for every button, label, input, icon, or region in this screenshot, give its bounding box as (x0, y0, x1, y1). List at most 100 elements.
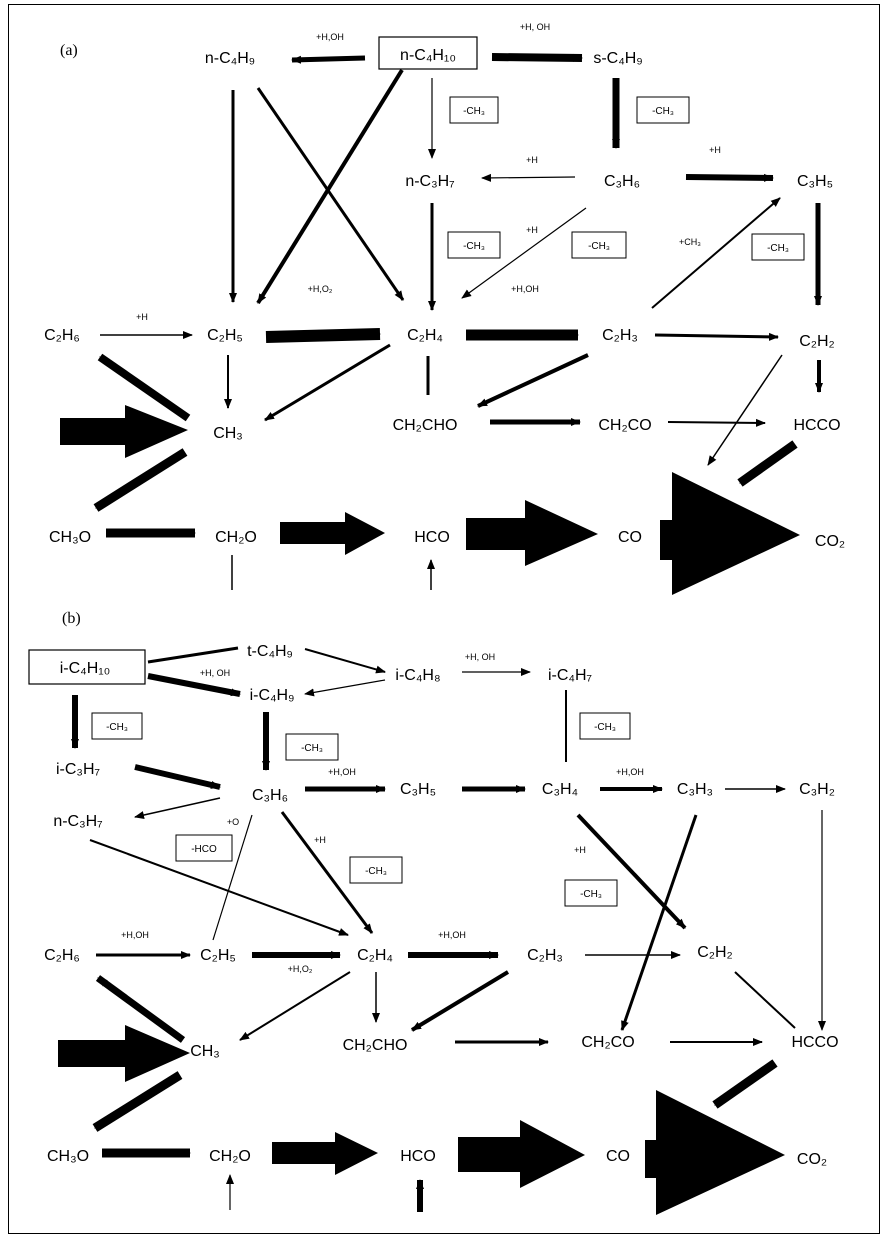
species-c2h5-b: C₂H₅ (200, 947, 236, 964)
block-arrow-b (645, 1090, 785, 1215)
species-c3h6-b: C₃H₆ (252, 787, 288, 804)
arrow-b (95, 975, 186, 1043)
block-arrow-b (458, 1120, 585, 1188)
species-c3h3: C₃H₃ (677, 781, 713, 798)
species-ch3-b: CH₃ (190, 1043, 220, 1060)
label-b-1: +H, OH (200, 668, 230, 678)
fuel-box (378, 36, 478, 70)
species-i-c3h7: i-C₃H₇ (56, 761, 100, 778)
species-c2h2-b: C₂H₂ (697, 944, 733, 961)
arrow-b (304, 648, 386, 674)
arrow-b (239, 971, 351, 1041)
arrow-b (92, 1071, 183, 1132)
species-c2h4: C₂H₄ (407, 327, 443, 344)
species-co2: CO₂ (815, 533, 845, 550)
species-hco: HCO (414, 529, 450, 546)
label-a-8: +H,OH (511, 284, 539, 294)
panel-b-label: (b) (62, 610, 81, 627)
arrow-b (734, 971, 796, 1029)
box-b-5 (349, 856, 403, 884)
box-a-2 (636, 96, 690, 124)
species-c2h3: C₂H₃ (602, 327, 638, 344)
arrow-a (481, 173, 576, 182)
arrow-b (410, 970, 510, 1032)
label-b-9: +H,O₂ (288, 964, 313, 974)
arrow-b (620, 814, 698, 1031)
label-b-2: +H, OH (465, 652, 495, 662)
arrow-a (461, 207, 587, 299)
label-b-7: +H (574, 845, 586, 855)
species-ch2o-b: CH₂O (209, 1148, 251, 1165)
species-c3h6: C₃H₆ (604, 173, 640, 190)
label-b-6: +H (314, 835, 326, 845)
box-a-5-text: -CH₃ (767, 243, 789, 254)
species-i-c4h10: i-C₄H₁₀ (60, 660, 111, 677)
species-ch2o: CH₂O (215, 529, 257, 546)
box-a-2-text: -CH₃ (652, 106, 674, 117)
species-c2h3-b: C₂H₃ (527, 947, 563, 964)
box-b-6 (564, 879, 618, 907)
species-c3h4: C₃H₄ (542, 781, 578, 798)
species-c2h6: C₂H₆ (44, 327, 80, 344)
block-arrow-a (280, 512, 385, 555)
species-co-b: CO (606, 1148, 630, 1165)
species-c2h5: C₂H₅ (207, 327, 243, 344)
box-a-1-text: -CH₃ (463, 106, 485, 117)
box-b-4-text: -HCO (191, 844, 217, 855)
species-co2-b: CO₂ (797, 1151, 827, 1168)
box-a-4 (571, 231, 627, 259)
species-co: CO (618, 529, 642, 546)
species-c3h5-b: C₃H₅ (400, 781, 436, 798)
box-b-2-text: -CH₃ (301, 743, 323, 754)
arrow-b (147, 673, 241, 697)
label-a-6: +CH₃ (679, 237, 701, 247)
block-arrow-a (660, 472, 800, 595)
species-ch3: CH₃ (213, 425, 243, 442)
arrow-a (256, 68, 404, 305)
box-b-1 (91, 712, 143, 740)
arrow-b (134, 797, 221, 819)
species-n-c3h7-b: n-C₃H₇ (53, 813, 102, 830)
species-ch3o-b: CH₃O (47, 1148, 89, 1165)
arrow-a (97, 353, 191, 422)
species-hcco-b: HCCO (791, 1034, 838, 1051)
arrow-b (212, 814, 253, 941)
box-b-2 (285, 733, 339, 761)
species-t-c4h9: t-C₄H₉ (247, 643, 293, 660)
species-s-c4h9: s-C₄H₉ (593, 50, 642, 67)
box-a-3-text: -CH₃ (463, 241, 485, 252)
arrow-a (477, 353, 589, 408)
box-b-6-text: -CH₃ (580, 889, 602, 900)
box-a-1 (449, 96, 499, 124)
arrow-a (256, 87, 405, 301)
species-n-c4h9: n-C₄H₉ (205, 50, 255, 67)
arrow-a (654, 332, 779, 341)
box-b-3 (579, 712, 631, 740)
arrow-b (134, 764, 221, 790)
label-b-10: +H,OH (438, 930, 466, 940)
species-ch2co: CH₂CO (598, 417, 651, 434)
species-c2h2: C₂H₂ (799, 333, 835, 350)
arrow-a (737, 440, 798, 487)
box-a-4-text: -CH₃ (588, 241, 610, 252)
label-b-8: +H,OH (121, 930, 149, 940)
panel-a: (a) n-C₄H₉ n-C₄H₁₀ s-C₄H₉ n-C₃H₇ C₃H₆ C₃… (44, 22, 845, 595)
arrow-b (576, 813, 687, 930)
arrow-b (712, 1059, 778, 1109)
arrow-a (707, 354, 783, 466)
panel-a-label: (a) (60, 42, 78, 59)
species-i-c4h9: i-C₄H₉ (250, 687, 295, 704)
label-a-9: +H (136, 312, 148, 322)
block-arrow-b (58, 1025, 190, 1082)
block-arrow-b (272, 1132, 378, 1175)
species-c3h5: C₃H₅ (797, 173, 833, 190)
species-c3h2: C₃H₂ (799, 781, 835, 798)
label-a-1: +H,OH (316, 32, 344, 42)
label-a-4: +H (709, 145, 721, 155)
block-arrow-a (60, 405, 188, 458)
species-c2h4-b: C₂H₄ (357, 947, 393, 964)
figure-frame (8, 4, 880, 1234)
arrow-a (93, 448, 188, 512)
arrow-b (89, 839, 349, 936)
label-a-3: +H (526, 155, 538, 165)
